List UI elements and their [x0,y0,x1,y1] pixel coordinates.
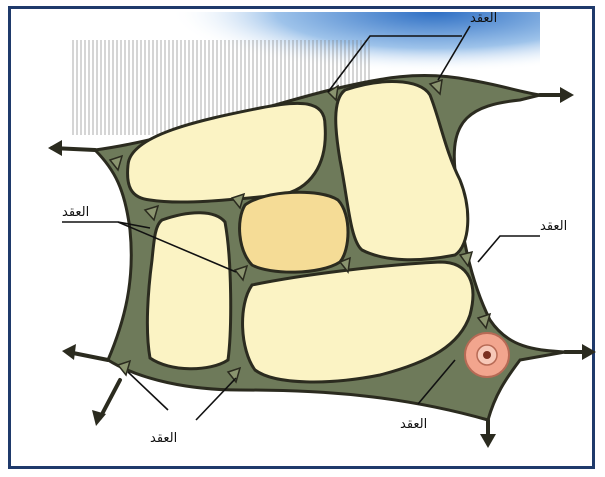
label-right: العقد [540,219,567,234]
label-left: العقد [62,205,89,220]
cell-center-small [240,192,348,272]
pink-cell [465,333,509,377]
label-bottom-right: العقد [400,417,427,432]
label-top: العقد [470,11,497,26]
cell-left [147,213,230,369]
label-bottom-left: العقد [150,431,177,446]
